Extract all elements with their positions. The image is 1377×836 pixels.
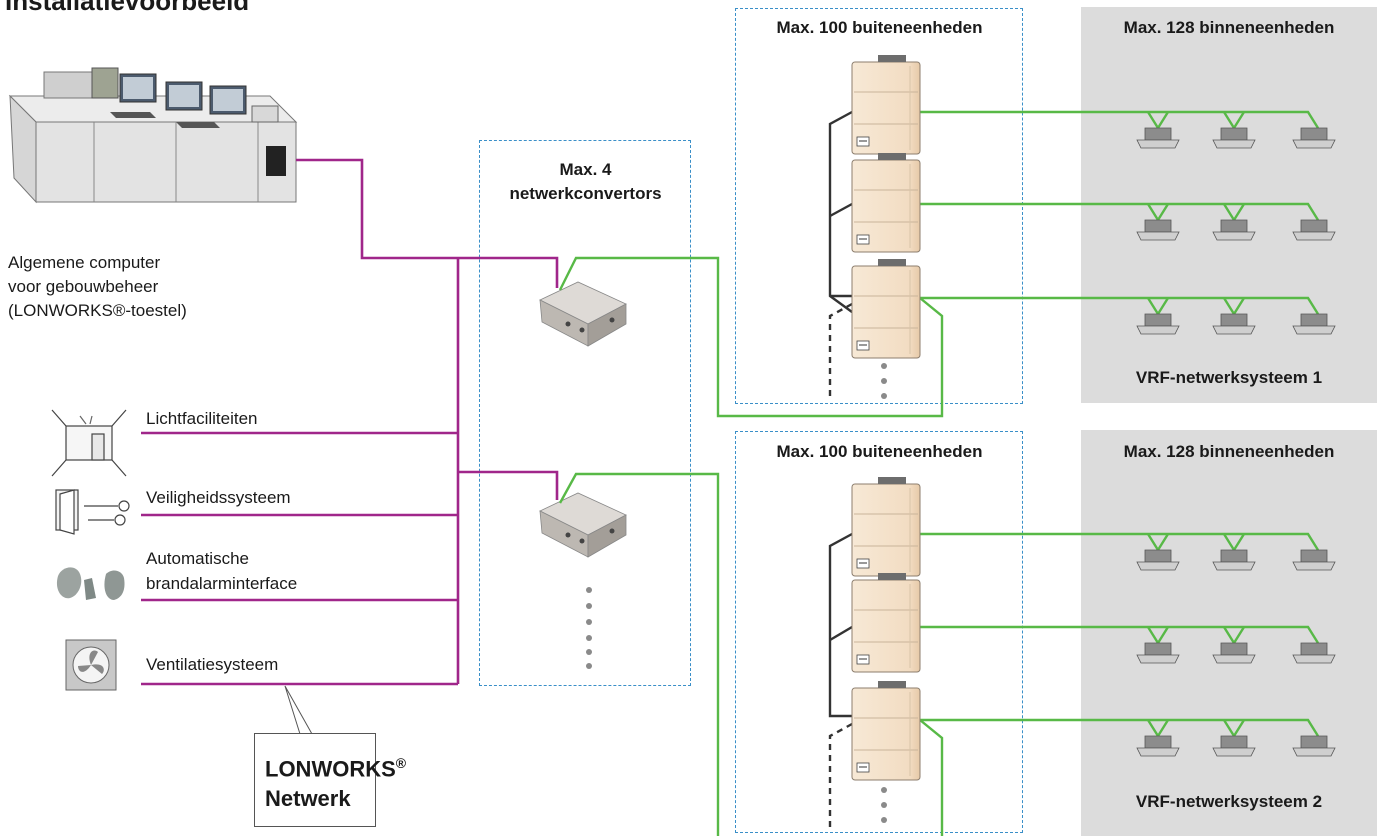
computer-label-line: (LONWORKS®-toestel) bbox=[8, 301, 187, 320]
outdoor-dashed-box-2 bbox=[735, 431, 1023, 833]
indoor-unit bbox=[1136, 642, 1180, 664]
converters-dashed-box bbox=[479, 140, 691, 686]
network-converter-1 bbox=[539, 281, 627, 347]
outdoor-unit bbox=[851, 680, 921, 781]
indoor-unit bbox=[1292, 127, 1336, 149]
outdoor-unit bbox=[851, 152, 921, 253]
more-outdoor-dots bbox=[881, 363, 887, 399]
door-key-icon bbox=[55, 489, 130, 535]
computer-workstation bbox=[8, 67, 298, 204]
indoor-unit bbox=[1292, 735, 1336, 757]
indoor-unit bbox=[1136, 549, 1180, 571]
outdoor-unit bbox=[851, 476, 921, 577]
fan-icon bbox=[65, 639, 117, 691]
device-label-firealarm-1: Automatische bbox=[146, 549, 249, 568]
indoor-unit bbox=[1292, 219, 1336, 241]
indoor-unit bbox=[1212, 549, 1256, 571]
indoor-unit bbox=[1212, 127, 1256, 149]
outdoor-header-1: Max. 100 buiteneenheden bbox=[776, 18, 983, 37]
indoor-unit bbox=[1292, 313, 1336, 335]
callout-pointer bbox=[284, 685, 313, 735]
indoor-header-2: Max. 128 binneneenheden bbox=[1123, 442, 1335, 461]
indoor-unit bbox=[1212, 219, 1256, 241]
outdoor-header-2: Max. 100 buiteneenheden bbox=[776, 442, 983, 461]
indoor-unit bbox=[1212, 642, 1256, 664]
network-name: LONWORKS® bbox=[265, 755, 407, 782]
indoor-unit bbox=[1136, 127, 1180, 149]
system-label-1: VRF-netwerksysteem 1 bbox=[1135, 368, 1323, 387]
device-label-ventilation: Ventilatiesysteem bbox=[146, 655, 279, 674]
device-label-security: Veiligheidssysteem bbox=[146, 488, 291, 507]
room-door-icon bbox=[51, 409, 127, 477]
indoor-unit bbox=[1136, 313, 1180, 335]
converters-label: Max. 4 netwerkconvertors bbox=[509, 160, 662, 203]
indoor-unit bbox=[1136, 219, 1180, 241]
lonworks-callout: LONWORKS® Netwerk bbox=[254, 733, 406, 827]
device-label-lighting: Lichtfaciliteiten bbox=[146, 409, 258, 428]
more-outdoor-dots bbox=[881, 787, 887, 823]
network-line2: Netwerk bbox=[265, 786, 351, 811]
outdoor-dashed-box-1 bbox=[735, 8, 1023, 404]
indoor-unit bbox=[1292, 549, 1336, 571]
indoor-unit bbox=[1136, 735, 1180, 757]
more-converters-dots bbox=[586, 587, 592, 669]
indoor-unit bbox=[1212, 735, 1256, 757]
people-icon bbox=[56, 567, 125, 600]
diagram-title: Installatievoorbeeld bbox=[5, 0, 250, 16]
indoor-header-1: Max. 128 binneneenheden bbox=[1123, 18, 1335, 37]
indoor-unit bbox=[1212, 313, 1256, 335]
outdoor-unit bbox=[851, 572, 921, 673]
device-label-firealarm-2: brandalarminterface bbox=[146, 574, 298, 593]
system-label-2: VRF-netwerksysteem 2 bbox=[1135, 792, 1323, 811]
outdoor-control-lines bbox=[828, 110, 853, 718]
outdoor-unit bbox=[851, 54, 921, 155]
computer-label-line: voor gebouwbeheer bbox=[8, 277, 159, 296]
lonworks-network-lines bbox=[141, 158, 559, 686]
outdoor-unit bbox=[851, 258, 921, 359]
vrf-network-lines bbox=[558, 110, 1320, 836]
network-converter-2 bbox=[539, 492, 627, 558]
indoor-unit bbox=[1292, 642, 1336, 664]
computer-label-line: Algemene computer bbox=[8, 253, 161, 272]
